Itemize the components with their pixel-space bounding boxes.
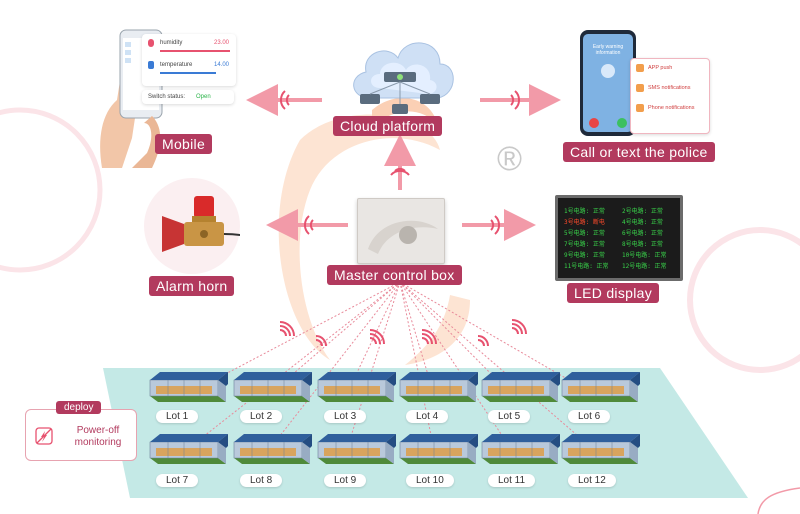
sensor-card: humidity 23.00 temperature 14.00 xyxy=(142,34,236,86)
registered-mark: ® xyxy=(497,140,523,178)
temperature-value: 14.00 xyxy=(214,62,230,68)
humidity-label: humidity xyxy=(160,40,183,46)
master-box-illustration xyxy=(357,198,445,264)
lot-label: Lot 3 xyxy=(324,410,367,423)
temperature-label: temperature xyxy=(160,62,193,68)
droplet-icon xyxy=(148,39,154,47)
led-row-cell: 11号电路: 正常 xyxy=(564,263,609,270)
lot-label: Lot 5 xyxy=(488,410,531,423)
sms-icon xyxy=(636,84,644,92)
greenhouse-icon xyxy=(317,434,396,464)
police-illustration: Early warning information APP push SMS n… xyxy=(580,30,710,138)
alarm-horn-label: Alarm horn xyxy=(149,276,235,296)
led-row-cell: 6号电路: 正常 xyxy=(622,230,663,237)
switch-card: Switch status: Open xyxy=(142,90,234,104)
option-app-push: APP push xyxy=(648,65,673,71)
alarm-illustration xyxy=(144,178,263,274)
power-off-icon xyxy=(35,427,53,445)
lot-label: Lot 10 xyxy=(406,474,454,487)
master-control-box-label: Master control box xyxy=(327,265,462,285)
led-display-panel: 1号电路: 正常 2号电路: 正常 3号电路: 断电 4号电路: 正常 5号电路: 正常… xyxy=(555,195,683,281)
warning-header: Early warning information xyxy=(592,44,624,56)
led-grid: 1号电路: 正常 2号电路: 正常 3号电路: 断电 4号电路: 正常 5号电路: 正常… xyxy=(562,202,676,274)
greenhouse-icon xyxy=(233,434,312,464)
deploy-card: deploy Power-off monitoring xyxy=(25,401,137,461)
greenhouse-icon xyxy=(149,434,228,464)
accept-call-icon xyxy=(617,118,627,128)
decline-call-icon xyxy=(589,118,599,128)
greenhouse-icon xyxy=(233,372,312,402)
option-phone: Phone notifications xyxy=(648,105,695,111)
cloud-illustration xyxy=(340,28,460,118)
lot-label: Lot 9 xyxy=(324,474,367,487)
mobile-label: Mobile xyxy=(155,134,213,154)
decor-circle-left xyxy=(0,107,103,273)
signal-icon xyxy=(315,335,327,347)
switch-label: Switch status: xyxy=(148,94,186,100)
greenhouse-icon xyxy=(561,372,640,402)
deploy-text-line1: Power-off xyxy=(76,425,120,436)
led-row-cell: 2号电路: 正常 xyxy=(622,208,663,215)
lot-label: Lot 12 xyxy=(568,474,616,487)
cloud-server-icon xyxy=(353,42,454,114)
switch-value: Open xyxy=(196,94,211,100)
humidity-bar xyxy=(160,50,230,52)
led-row-cell: 12号电路: 正常 xyxy=(622,263,667,270)
decor-circle-right xyxy=(687,227,800,373)
greenhouse-icon xyxy=(399,372,478,402)
led-row-cell: 8号电路: 正常 xyxy=(622,241,663,248)
lot-label: Lot 2 xyxy=(240,410,283,423)
led-display-label: LED display xyxy=(567,283,660,303)
led-row-cell: 5号电路: 正常 xyxy=(564,230,605,237)
option-sms: SMS notifications xyxy=(648,85,691,91)
logo-swoosh xyxy=(278,114,440,361)
lot-label: Lot 1 xyxy=(156,410,199,423)
led-row-cell: 10号电路: 正常 xyxy=(622,252,667,259)
control-box-icon xyxy=(368,220,438,254)
signal-icon xyxy=(477,335,489,347)
notification-card: APP push SMS notifications Phone notific… xyxy=(630,58,710,134)
greenhouse-icon xyxy=(561,434,640,464)
greenhouse-icon xyxy=(149,372,228,402)
lot-label: Lot 4 xyxy=(406,410,449,423)
led-row-cell: 4号电路: 正常 xyxy=(622,219,663,226)
led-row-cell: 1号电路: 正常 xyxy=(564,208,605,215)
phone-icon xyxy=(636,104,644,112)
humidity-value: 23.00 xyxy=(214,40,230,46)
led-row-cell: 9号电路: 正常 xyxy=(564,252,605,259)
led-row-cell: 7号电路: 正常 xyxy=(564,241,605,248)
app-push-icon xyxy=(636,64,644,72)
led-row-cell: 3号电路: 断电 xyxy=(564,219,605,226)
signal-icon xyxy=(369,329,385,345)
phone-screen: Early warning information xyxy=(583,34,633,132)
signal-icon xyxy=(279,321,295,337)
greenhouse-icon xyxy=(399,434,478,464)
lot-label: Lot 8 xyxy=(240,474,283,487)
greenhouse-icon xyxy=(481,434,560,464)
deploy-text-line2: monitoring xyxy=(74,437,122,448)
lot-label: Lot 6 xyxy=(568,410,611,423)
greenhouse-icon xyxy=(317,372,396,402)
signal-icon xyxy=(421,329,437,345)
mobile-illustration: humidity 23.00 temperature 14.00 Switch … xyxy=(92,28,242,168)
temperature-bar xyxy=(160,72,216,74)
alarm-horn-icon xyxy=(162,196,263,252)
phone-body: Early warning information xyxy=(580,30,636,136)
contact-avatar xyxy=(601,64,615,78)
cloud-platform-label: Cloud platform xyxy=(333,116,443,136)
thermometer-icon xyxy=(148,61,154,69)
deploy-text: Power-off monitoring xyxy=(64,425,132,449)
lot-label: Lot 11 xyxy=(488,474,536,487)
greenhouse-icon xyxy=(481,372,560,402)
deploy-title: deploy xyxy=(56,401,102,414)
lot-label: Lot 7 xyxy=(156,474,199,487)
signal-icon xyxy=(511,319,527,335)
police-label: Call or text the police xyxy=(563,142,715,162)
